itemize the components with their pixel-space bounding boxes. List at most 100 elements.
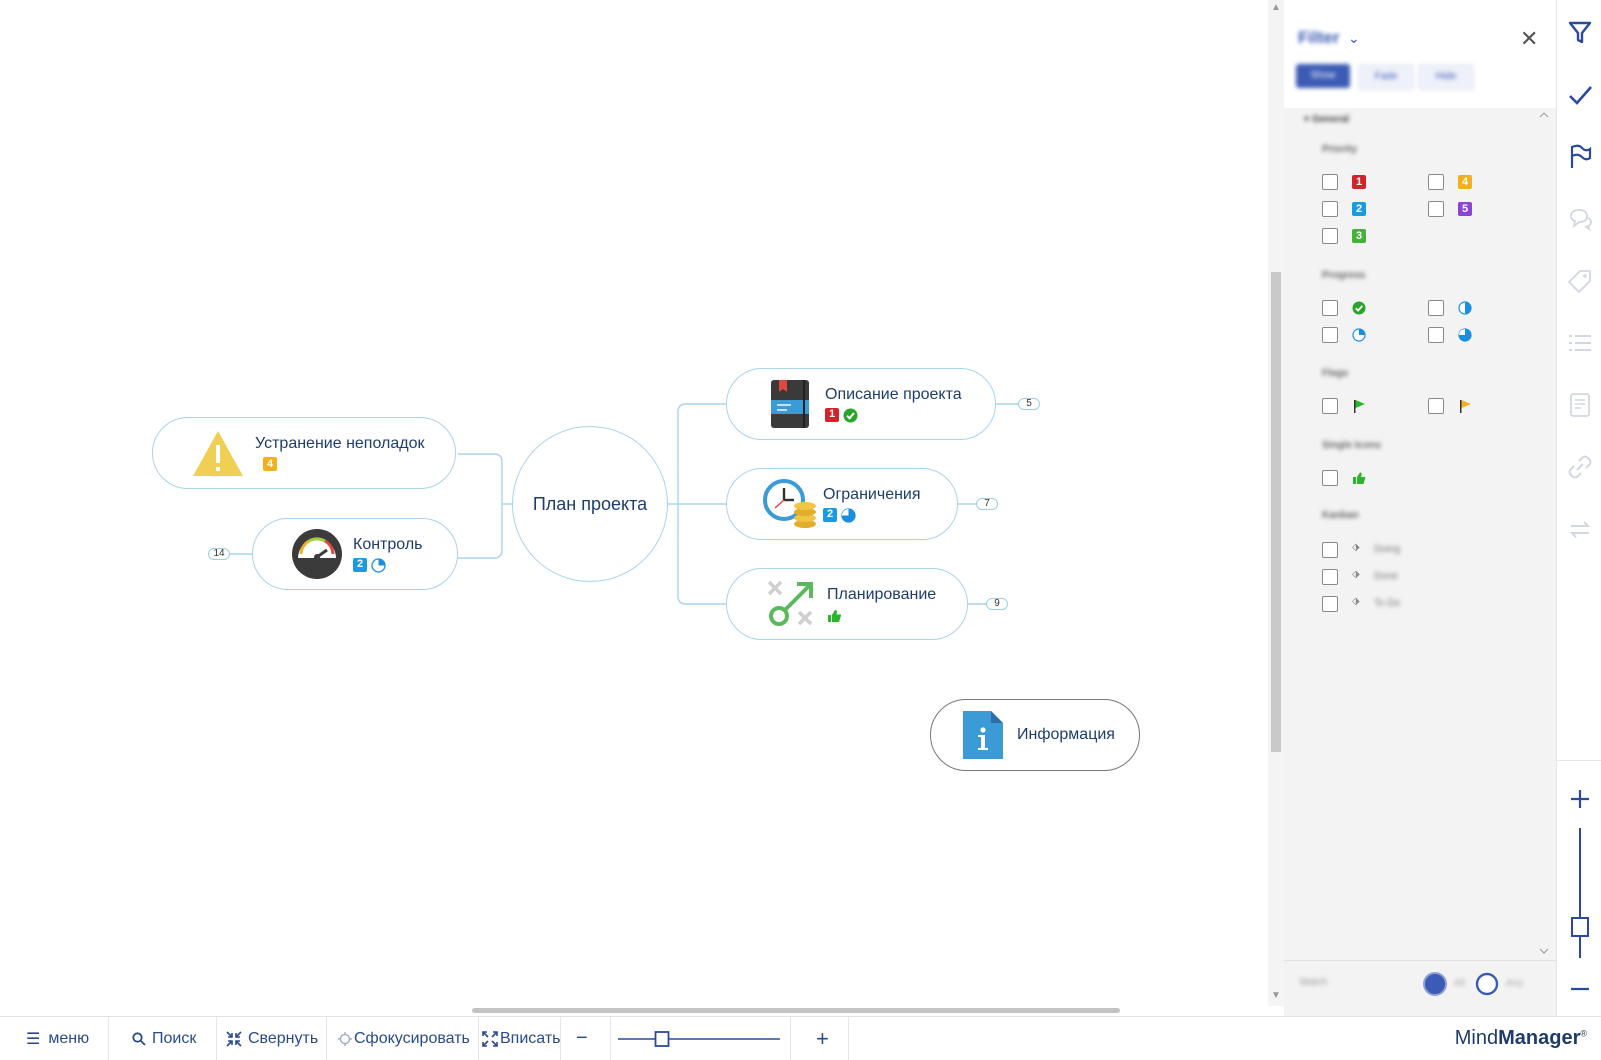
close-icon[interactable]: ✕ [1520, 26, 1539, 51]
progress-done-checkbox[interactable] [1322, 300, 1338, 316]
topic-control[interactable]: Контроль 2 [252, 518, 458, 590]
section-progress-label: Progress [1322, 270, 1366, 281]
kanban-todo-checkbox[interactable] [1322, 596, 1338, 612]
progress-25-checkbox[interactable] [1322, 327, 1338, 343]
priority-4-checkbox[interactable] [1428, 174, 1444, 190]
check-icon[interactable] [1567, 82, 1593, 108]
zoom-slider-thumb[interactable] [654, 1031, 670, 1047]
zoom-out-icon[interactable] [1567, 976, 1593, 1002]
brand-part-1: Mind [1454, 1027, 1499, 1049]
priority-2-icon[interactable]: 2 [823, 507, 837, 522]
filter-icon[interactable] [1567, 20, 1593, 46]
kanban-done-checkbox[interactable] [1322, 569, 1338, 585]
yellow-flag-checkbox[interactable] [1428, 398, 1444, 414]
priority-1-icon[interactable]: 1 [825, 407, 839, 422]
kanban-todo-label: To Do [1374, 598, 1401, 609]
sync-icon[interactable] [1567, 516, 1593, 542]
zoom-in-button[interactable]: + [816, 1017, 829, 1060]
floating-topic-information[interactable]: Информация [930, 699, 1140, 771]
topic-count-badge[interactable]: 5 [1018, 398, 1040, 410]
topic-project-description[interactable]: Описание проекта 1 [726, 368, 996, 440]
canvas-horizontal-scrollbar[interactable] [0, 1006, 1268, 1016]
match-label: Match [1300, 977, 1328, 988]
scroll-down-icon[interactable]: ▼ [1271, 990, 1281, 1001]
filter-title[interactable]: Filter [1298, 28, 1340, 47]
filter-panel-scrollbar[interactable] [1538, 108, 1550, 958]
info-document-icon [963, 711, 1003, 759]
group-general[interactable]: ▾ General [1304, 114, 1350, 125]
progress-done-icon [1352, 301, 1366, 315]
progress-25-icon[interactable] [371, 557, 386, 573]
show-button[interactable]: Show [1296, 64, 1350, 88]
priority-2-icon[interactable]: 2 [353, 557, 367, 572]
collapse-button[interactable]: Свернуть [226, 1017, 318, 1060]
zoom-out-button[interactable]: − [576, 1017, 588, 1060]
topic-count-badge[interactable]: 9 [986, 598, 1008, 610]
flag-icon[interactable] [1567, 144, 1593, 170]
thumbs-up-icon[interactable] [827, 608, 842, 623]
map-canvas[interactable]: План проекта Устранение неполадок 4 14 [0, 0, 1268, 1016]
fade-button[interactable]: Fade [1358, 64, 1414, 90]
central-topic-label: План проекта [532, 493, 648, 514]
topic-label: Информация [1017, 726, 1115, 743]
divider [848, 1017, 849, 1060]
filter-panel-header: Filter ⌄ ✕ Show Fade Hide [1284, 0, 1556, 108]
chevron-down-icon[interactable]: ⌄ [1348, 30, 1360, 46]
connector-lines [230, 403, 1018, 605]
hide-button[interactable]: Hide [1418, 64, 1474, 90]
progress-done-icon[interactable] [843, 408, 858, 423]
comments-icon[interactable] [1567, 206, 1593, 232]
tag-icon: ⬗ [1352, 542, 1360, 553]
list-icon[interactable] [1567, 330, 1593, 356]
priority-3-checkbox[interactable] [1322, 228, 1338, 244]
menu-button[interactable]: ☰ меню [26, 1017, 89, 1060]
priority-2-checkbox[interactable] [1322, 201, 1338, 217]
green-flag-checkbox[interactable] [1322, 398, 1338, 414]
vertical-zoom-slider[interactable] [1567, 828, 1593, 958]
scroll-thumb[interactable] [472, 1008, 1120, 1013]
topic-constraints[interactable]: Ограничения 2 [726, 468, 958, 540]
priority-4-icon: 4 [1458, 175, 1472, 189]
priority-4-icon[interactable]: 4 [263, 457, 277, 471]
match-all-label: All [1454, 978, 1466, 989]
mindmanager-logo: MindManager® [1455, 1027, 1587, 1050]
divider [108, 1017, 109, 1060]
zoom-slider[interactable] [614, 1029, 784, 1049]
match-any-radio[interactable] [1474, 971, 1500, 997]
minus-icon: − [576, 1027, 588, 1049]
progress-50-icon [1458, 301, 1472, 315]
search-button[interactable]: Поиск [132, 1017, 196, 1060]
kanban-doing-checkbox[interactable] [1322, 542, 1338, 558]
tag-icon[interactable] [1567, 268, 1593, 294]
filter-panel-footer: Match All Any [1284, 960, 1556, 1007]
focus-button[interactable]: Сфокусировать [338, 1017, 470, 1060]
priority-1-icon: 1 [1352, 175, 1366, 189]
filter-panel: Filter ⌄ ✕ Show Fade Hide ▾ General Prio… [1284, 0, 1556, 1016]
topic-label: Описание проекта [825, 385, 962, 403]
scroll-up-icon[interactable]: ▲ [1271, 2, 1281, 13]
strategy-icon [767, 580, 813, 626]
scroll-thumb[interactable] [1271, 272, 1281, 752]
progress-75-checkbox[interactable] [1428, 327, 1444, 343]
divider [216, 1017, 217, 1060]
divider [560, 1017, 561, 1060]
canvas-vertical-scrollbar[interactable]: ▲ ▼ [1268, 0, 1284, 1006]
topic-count-badge[interactable]: 14 [208, 548, 230, 560]
fit-label: Вписать [500, 1029, 561, 1047]
focus-label: Сфокусировать [354, 1029, 470, 1047]
topic-troubleshooting[interactable]: Устранение неполадок 4 [152, 417, 456, 489]
notes-icon[interactable] [1567, 392, 1593, 418]
progress-50-checkbox[interactable] [1428, 300, 1444, 316]
fit-button[interactable]: Вписать [482, 1017, 560, 1060]
progress-75-icon[interactable] [841, 507, 856, 523]
central-topic[interactable]: План проекта [512, 426, 668, 582]
link-icon[interactable] [1567, 454, 1593, 480]
topic-count-badge[interactable]: 7 [976, 498, 998, 510]
priority-1-checkbox[interactable] [1322, 174, 1338, 190]
topic-planning[interactable]: Планирование [726, 568, 968, 640]
hamburger-icon: ☰ [26, 1030, 41, 1048]
priority-5-checkbox[interactable] [1428, 201, 1444, 217]
zoom-in-icon[interactable] [1567, 786, 1593, 812]
match-all-radio[interactable] [1422, 971, 1448, 997]
thumbs-up-checkbox[interactable] [1322, 470, 1338, 486]
